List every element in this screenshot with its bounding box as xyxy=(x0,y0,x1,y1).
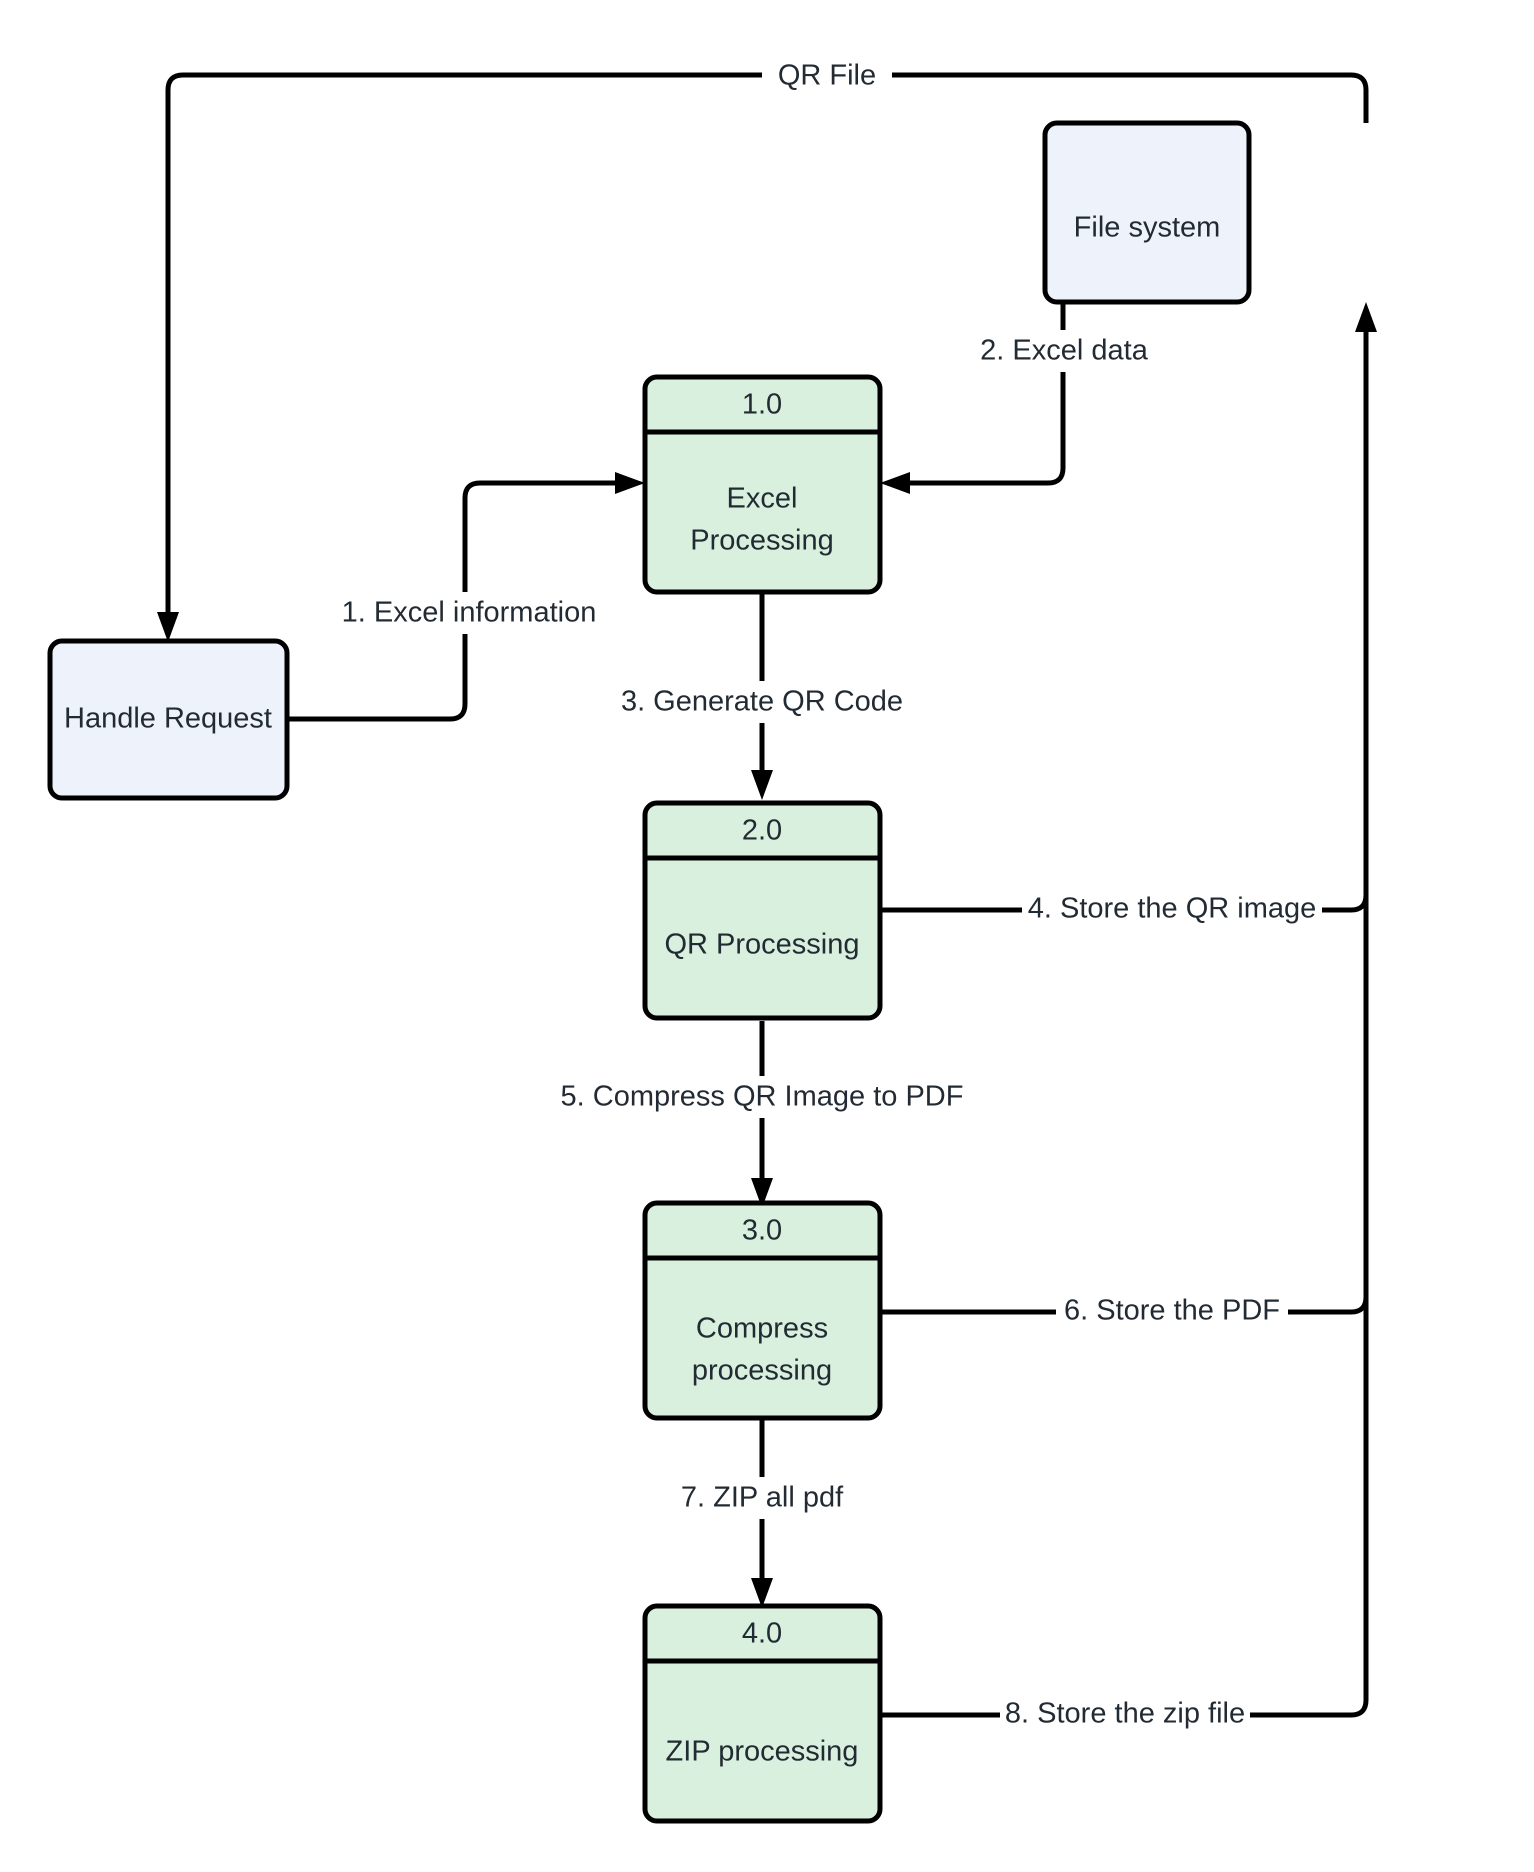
node-handle-request-rect[interactable] xyxy=(47,638,290,801)
node-compress-processing-label-line1: Compress xyxy=(696,1313,828,1345)
node-zip-processing-id: 4.0 xyxy=(742,1618,782,1650)
edge-label-store-the-zip-file: 8. Store the zip file xyxy=(1005,1698,1245,1730)
node-qr-processing[interactable]: 2.0 QR Processing xyxy=(642,800,883,1021)
node-file-system-rect[interactable] xyxy=(1042,120,1252,305)
edge-store-the-zip-file: 8. Store the zip file xyxy=(880,1340,1369,1730)
edge-trunk-arrowhead xyxy=(1355,302,1377,332)
edge-compress-qr-image-to-pdf-arrowhead xyxy=(751,1178,773,1208)
edge-label-zip-all-pdf: 7. ZIP all pdf xyxy=(681,1482,844,1514)
node-excel-processing-id: 1.0 xyxy=(742,389,782,421)
edge-excel-information: 1. Excel information xyxy=(287,472,645,722)
edge-compress-qr-image-to-pdf-label-bg xyxy=(562,1076,962,1118)
edge-excel-data-label-bg xyxy=(975,330,1153,372)
edge-excel-information-label-bg xyxy=(325,592,613,634)
edge-store-the-pdf: 6. Store the PDF xyxy=(880,1240,1369,1327)
edge-store-the-zip-file-path-right xyxy=(1250,1340,1369,1718)
node-qr-processing-id: 2.0 xyxy=(742,815,782,847)
edge-excel-information-arrowhead xyxy=(615,472,645,494)
edge-label-qr-file: QR File xyxy=(778,60,876,92)
node-compress-processing-id: 3.0 xyxy=(742,1215,782,1247)
edge-zip-all-pdf-arrowhead xyxy=(751,1578,773,1608)
edge-generate-qr-code: 3. Generate QR Code xyxy=(614,592,910,800)
edge-qr-file-arrowhead xyxy=(157,612,179,642)
node-compress-processing-label-line2: processing xyxy=(692,1355,832,1387)
edge-generate-qr-code-label-bg xyxy=(614,681,910,723)
edge-qr-file: QR File xyxy=(157,55,1369,642)
edge-zip-all-pdf: 7. ZIP all pdf xyxy=(658,1420,868,1608)
node-qr-processing-label-line1: QR Processing xyxy=(664,929,859,961)
node-file-system-label: File system xyxy=(1074,212,1221,244)
edge-qr-file-label-bg xyxy=(762,55,892,97)
edge-label-compress-qr-image-to-pdf: 5. Compress QR Image to PDF xyxy=(561,1081,964,1113)
edge-store-qr-image-path-right xyxy=(1322,330,1369,913)
node-excel-processing[interactable]: 1.0 Excel Processing xyxy=(642,374,883,595)
node-excel-processing-label-line1: Excel xyxy=(727,483,798,515)
edge-label-excel-data: 2. Excel data xyxy=(980,335,1149,367)
edge-zip-all-pdf-label-bg xyxy=(658,1477,868,1519)
edge-label-store-the-pdf: 6. Store the PDF xyxy=(1064,1295,1280,1327)
edge-excel-data-arrowhead xyxy=(880,472,910,494)
node-zip-processing[interactable]: 4.0 ZIP processing xyxy=(642,1603,883,1824)
edge-label-excel-information: 1. Excel information xyxy=(342,597,597,629)
edge-store-the-pdf-path-right xyxy=(1288,1240,1369,1315)
edge-trunk-to-file-system xyxy=(1355,302,1377,1340)
edge-label-store-qr-image: 4. Store the QR image xyxy=(1028,893,1317,925)
node-handle-request-label: Handle Request xyxy=(64,703,272,735)
node-excel-processing-label-line2: Processing xyxy=(690,525,833,557)
edge-excel-data: 2. Excel data xyxy=(880,226,1153,494)
edge-compress-qr-image-to-pdf: 5. Compress QR Image to PDF xyxy=(561,1021,964,1208)
node-file-system[interactable]: File system xyxy=(1042,120,1252,305)
edge-store-qr-image: 4. Store the QR image xyxy=(880,330,1369,925)
edge-generate-qr-code-arrowhead xyxy=(751,770,773,800)
node-compress-processing[interactable]: 3.0 Compress processing xyxy=(642,1200,883,1421)
edge-label-generate-qr-code: 3. Generate QR Code xyxy=(621,686,903,718)
node-handle-request[interactable]: Handle Request xyxy=(47,638,290,801)
node-zip-processing-label-line1: ZIP processing xyxy=(666,1736,859,1768)
